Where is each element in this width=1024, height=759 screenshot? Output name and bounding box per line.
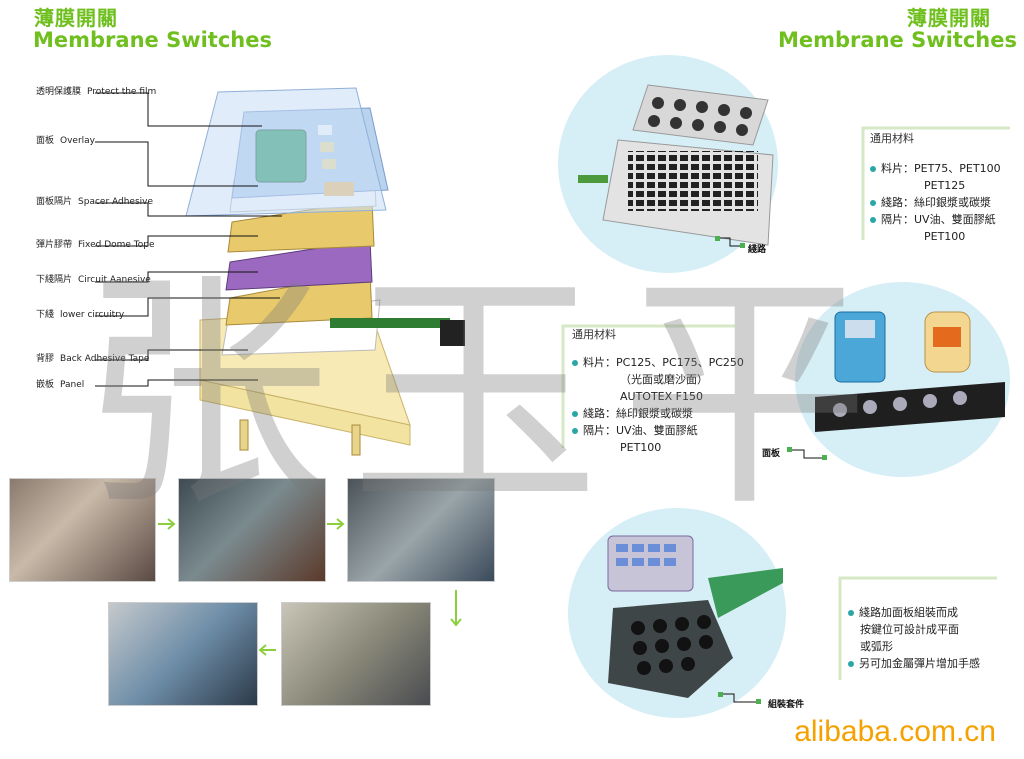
protect-film-layer [185,87,387,217]
assembly-note-line: 另可加金屬彈片增加手感 [848,655,980,672]
kit-product-image [607,535,783,698]
bullet-icon [870,217,876,223]
materials-center-line: 料片：PC125、PC175、PC250 [572,354,744,371]
process-photo-2 [178,478,326,582]
bullet-icon [848,610,854,616]
process-photo-5 [281,602,431,706]
kit-circle [568,508,786,718]
materials-center-line: 隔片：UV油、雙面膠紙 [572,422,744,439]
bullet-icon [572,411,578,417]
circuit-tag: 綫路 [748,245,767,255]
materials-right-line: 料片：PET75、PET100 [870,160,1001,177]
assembly-notes: 綫路加面板組裝而成按鍵位可設計成平面或弧形另可加金屬彈片增加手感 [848,604,980,672]
materials-center: 通用材料 料片：PC125、PC175、PC250 （光面或磨沙面） AUTOTEX… [572,326,744,456]
materials-center-line: 綫路：絲印銀漿或碳漿 [572,405,744,422]
footer-brand: alibaba.com.cn [794,715,996,748]
materials-center-line: PET100 [620,441,662,454]
bullet-icon [572,360,578,366]
materials-right-frame [861,126,1010,240]
process-photo-4 [108,602,258,706]
process-photo-3 [347,478,495,582]
left-title-cn: 薄膜開關 [34,6,118,30]
materials-right-line: PET125 [924,179,966,192]
right-title-en: Membrane Switches [778,28,1017,52]
bullet-icon [870,166,876,172]
right-title-cn: 薄膜開關 [907,6,991,30]
assembly-note-line: 按鍵位可設計成平面 [860,623,959,636]
bullet-icon [870,200,876,206]
panel-circle [795,282,1010,477]
kit-tag: 組裝套件 [768,700,805,710]
circuit-circle [558,55,778,273]
process-photo-1 [9,478,156,582]
materials-center-frame [561,324,735,448]
watermark: 张玉平 [80,249,890,540]
kit-tag-marker [718,692,761,704]
materials-right-title: 通用材料 [870,132,914,145]
left-title-en: Membrane Switches [33,28,272,52]
assembly-note-line: 綫路加面板組裝而成 [848,604,980,621]
panel-tag-marker [787,447,827,460]
materials-right-line: 綫路：絲印銀漿或碳漿 [870,194,1001,211]
assembly-note-line: 或弧形 [860,640,893,653]
materials-center-line: AUTOTEX F150 [620,390,703,403]
assembly-notes-frame [838,576,997,680]
materials-right-line: PET100 [924,230,966,243]
circuit-product-image [578,84,774,246]
materials-center-title: 通用材料 [572,328,616,341]
bullet-icon [572,428,578,434]
tail-connector [440,320,465,346]
materials-center-line: （光面或磨沙面） [620,373,708,386]
exploded-layer-diagram [95,87,465,456]
process-arrows [158,518,462,656]
bullet-icon [848,661,854,667]
panel-product-image [815,311,1005,432]
panel-tag: 面板 [762,449,781,459]
circuit-tag-marker [715,236,745,248]
materials-right-line: 隔片：UV油、雙面膠紙 [870,211,1001,228]
